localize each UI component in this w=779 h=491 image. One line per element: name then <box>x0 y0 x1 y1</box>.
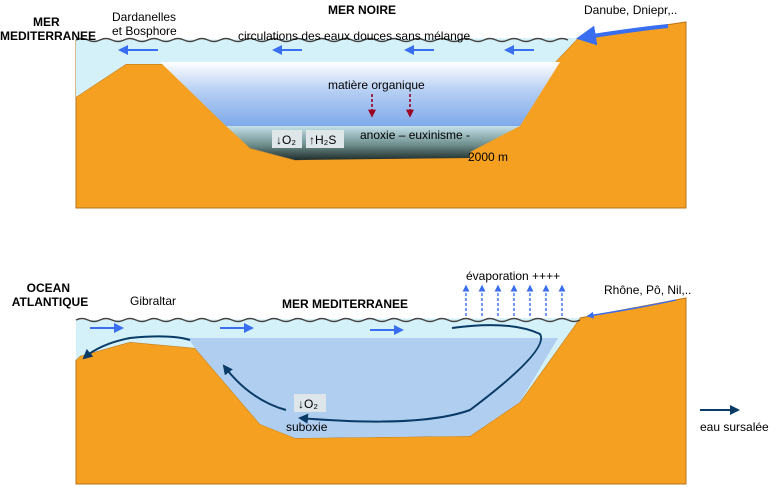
danube-label: Danube, Dniepr,.. <box>584 3 677 17</box>
suboxia-label: suboxie <box>286 420 328 434</box>
top-sea-surface <box>75 37 569 43</box>
oxygen-badge <box>294 394 326 412</box>
danube-inflow-arrow <box>576 24 669 46</box>
atlantic-label-line: OCEAN <box>27 281 70 295</box>
dense-water-circulation <box>298 324 543 424</box>
strait-label: Dardanelles et Bosphore <box>112 10 179 38</box>
legend-label: eau sursalée <box>700 420 769 434</box>
atlantic-label: OCEAN ATLANTIQUE <box>12 281 88 309</box>
evaporation-arrows <box>462 284 566 316</box>
anoxia-label: anoxie – euxinisme - <box>360 128 470 142</box>
outflow-arrow <box>82 335 191 360</box>
black-sea-diagram: ↓O₂ ↑H₂S anoxie – euxinisme - matière or… <box>0 3 687 209</box>
h2s-badge <box>306 130 344 148</box>
legend: eau sursalée <box>700 405 769 434</box>
rhone-label: Rhône, Pô, Nil,.. <box>604 283 691 297</box>
gibraltar-label: Gibraltar <box>130 294 176 308</box>
oxygen-badge <box>272 130 302 148</box>
strait-label-line: Dardanelles <box>112 10 176 24</box>
oxygen-label: ↓O₂ <box>276 133 296 147</box>
bottom-sea-surface <box>75 317 581 323</box>
mediterranean-label-line: MEDITERRANEE <box>0 29 96 43</box>
oxygen-label: ↓O₂ <box>298 397 318 411</box>
atlantic-label-line: ATLANTIQUE <box>12 295 88 309</box>
organic-matter-label: matière organique <box>328 78 425 92</box>
black-sea-stratified-layer <box>160 62 560 126</box>
mediterranean-deep-layer <box>188 338 558 438</box>
strait-label-line: et Bosphore <box>112 24 177 38</box>
surface-flow-label: circulations des eaux douces sans mélang… <box>238 29 470 43</box>
black-sea-title: MER NOIRE <box>328 3 396 17</box>
rhone-inflow-arrow <box>586 299 677 319</box>
dense-water-circulation <box>222 364 287 411</box>
mediterranean-label: MER MEDITERRANEE <box>0 15 96 43</box>
h2s-label: ↑H₂S <box>309 133 336 147</box>
depth-label: 2000 m <box>468 150 508 164</box>
mediterranean-label-line: MER <box>33 15 60 29</box>
mediterranean-diagram: ↓O₂ suboxie MER MEDITERRANEE Gibraltar é… <box>12 269 691 485</box>
mediterranean-title: MER MEDITERRANEE <box>282 297 408 311</box>
evaporation-label: évaporation ++++ <box>466 269 560 283</box>
